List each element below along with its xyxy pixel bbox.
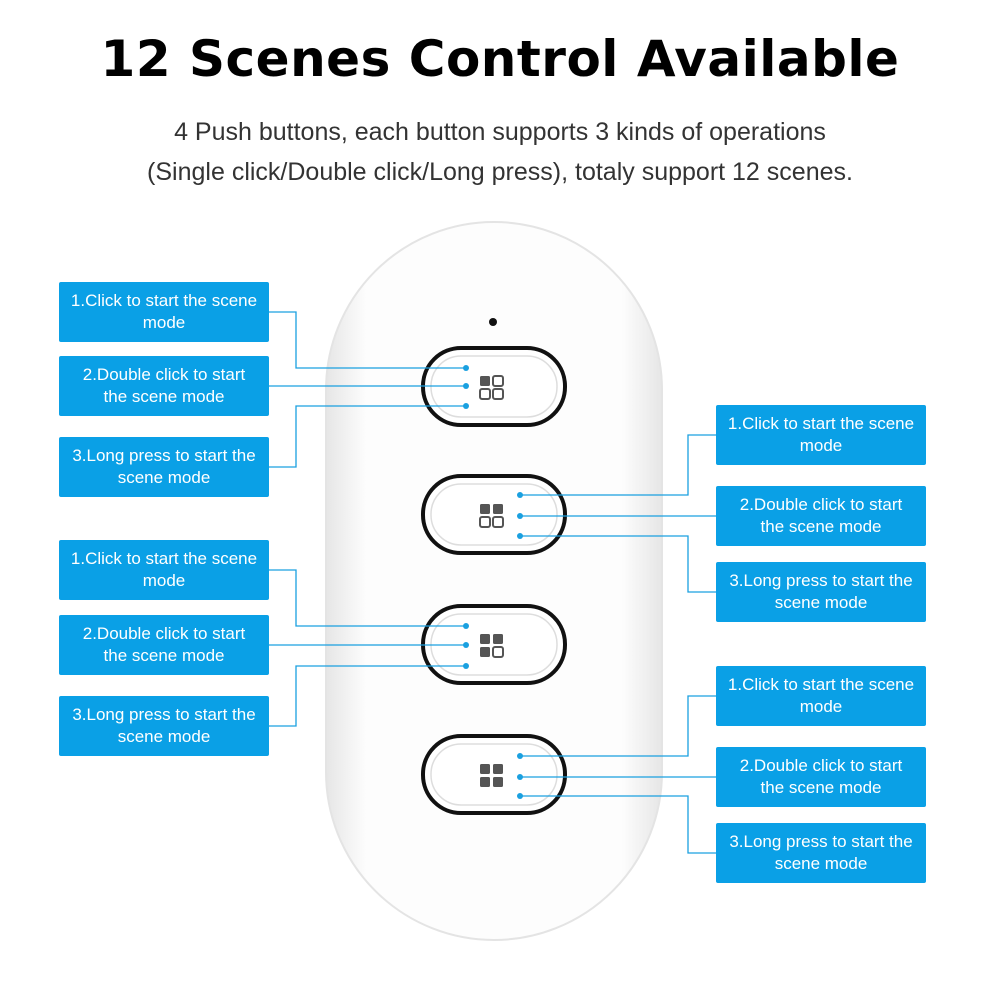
callout-button3-double-click: 2.Double click to start the scene mode [59,615,269,675]
page-title: 12 Scenes Control Available [100,30,900,88]
callout-button2-double-click: 2.Double click to start the scene mode [716,486,926,546]
four-squares-icon [479,504,504,528]
subtitle-line-1: 4 Push buttons, each button supports 3 k… [174,118,826,146]
connector-lines [268,311,718,854]
callout-button1-long-press: 3.Long press to start the scene mode [59,437,269,497]
page-subtitle: 4 Push buttons, each button supports 3 k… [0,112,1000,192]
callout-button4-click: 1.Click to start the scene mode [716,666,926,726]
callout-button2-long-press: 3.Long press to start the scene mode [716,562,926,622]
callout-button3-long-press: 3.Long press to start the scene mode [59,696,269,756]
remote-button-2[interactable] [421,474,567,555]
callout-button2-click: 1.Click to start the scene mode [716,405,926,465]
callout-button1-click: 1.Click to start the scene mode [59,282,269,342]
led-dot-icon [489,318,497,326]
remote-button-3[interactable] [421,604,567,685]
remote-button-4[interactable] [421,734,567,815]
subtitle-line-2: (Single click/Double click/Long press), … [147,158,853,186]
connector-dots [463,365,523,799]
four-squares-icon [480,764,503,787]
callout-button3-click: 1.Click to start the scene mode [59,540,269,600]
four-squares-icon [480,634,504,658]
callout-button4-long-press: 3.Long press to start the scene mode [716,823,926,883]
callout-button1-double-click: 2.Double click to start the scene mode [59,356,269,416]
remote-body [325,221,663,941]
callout-button4-double-click: 2.Double click to start the scene mode [716,747,926,807]
four-squares-icon [479,375,504,400]
